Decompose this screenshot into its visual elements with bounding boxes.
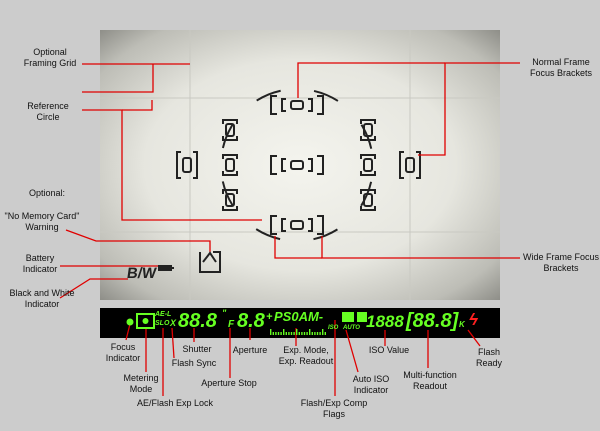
lcd-aperture: 8.8	[237, 310, 265, 332]
exposure-scale-tick	[316, 332, 319, 335]
label-iso-value: ISO Value	[368, 345, 410, 355]
label-flags: Flash/Exp Comp Flags	[300, 398, 368, 419]
metering-center-icon	[142, 318, 149, 324]
exposure-scale-tick	[309, 329, 311, 335]
lcd-k: K	[459, 320, 465, 329]
label-shutter: Shutter	[182, 344, 212, 354]
normal-frame-bracket	[281, 98, 313, 112]
label-battery: Battery Indicator	[22, 253, 58, 274]
flash-ready-icon: ϟ	[469, 310, 478, 329]
normal-frame-bracket	[222, 154, 238, 176]
lcd-iso-small: ISO	[328, 325, 339, 331]
framing-grid	[100, 30, 500, 300]
exposure-scale	[270, 329, 326, 335]
metering-mode-icon	[136, 313, 155, 329]
bw-indicator: B/W	[125, 265, 158, 282]
focus-point	[290, 100, 304, 110]
normal-frame-bracket	[360, 189, 376, 211]
focus-point	[225, 123, 235, 137]
exposure-scale-tick	[322, 329, 324, 335]
normal-frame-bracket	[281, 218, 313, 232]
focus-point	[363, 123, 373, 137]
no-memory-card-icon	[199, 251, 221, 273]
exposure-scale-tick	[272, 332, 274, 335]
normal-frame-bracket	[281, 158, 313, 172]
exposure-scale-tick	[301, 332, 303, 335]
focus-point	[225, 158, 235, 172]
label-flash-sync: Flash Sync	[171, 358, 217, 368]
battery-icon	[158, 265, 174, 271]
normal-frame-bracket	[222, 119, 238, 141]
lcd-ael: AE-L	[155, 311, 172, 318]
focus-point	[225, 193, 235, 207]
normal-frame-bracket	[222, 189, 238, 211]
exposure-scale-tick	[285, 332, 287, 335]
lcd-iso-value: 1888	[366, 312, 404, 331]
focus-point	[290, 220, 304, 230]
wide-frame-bracket	[270, 215, 324, 235]
normal-frame-bracket	[399, 151, 421, 179]
label-metering-mode: Metering Mode	[123, 373, 159, 394]
label-ae-lock: AE/Flash Exp Lock	[136, 398, 214, 408]
normal-frame-bracket	[176, 151, 198, 179]
focus-point	[290, 160, 304, 170]
focus-point	[363, 193, 373, 207]
exposure-scale-tick	[296, 329, 298, 335]
lcd-f: F	[228, 319, 235, 330]
normal-frame-bracket	[360, 119, 376, 141]
viewfinder	[100, 30, 500, 300]
exposure-scale-tick	[288, 332, 290, 335]
label-normal-brackets: Normal Frame Focus Brackets	[529, 57, 593, 78]
exposure-scale-tick	[277, 332, 280, 335]
exposure-scale-tick	[270, 329, 272, 335]
label-flash-ready: Flash Ready	[475, 347, 502, 368]
normal-frame-bracket	[360, 154, 376, 176]
label-reference-circle: Reference Circle	[27, 101, 69, 122]
exposure-scale-tick	[280, 332, 282, 335]
wide-frame-bracket	[270, 95, 324, 115]
exposure-scale-tick	[283, 329, 285, 335]
lcd-auto-iso: AUTO	[343, 325, 360, 331]
wide-frame-bracket	[270, 155, 324, 175]
label-optional: Optional:	[28, 188, 66, 198]
label-aperture: Aperture	[232, 345, 268, 355]
flash-comp-flag-icon	[342, 312, 354, 322]
leader-lines	[59, 62, 520, 396]
reference-circle	[220, 88, 374, 242]
exposure-scale-tick	[324, 332, 326, 335]
focus-point	[405, 157, 415, 173]
label-focus-indicator: Focus Indicator	[105, 342, 141, 363]
exposure-scale-tick	[306, 332, 308, 335]
focus-point	[363, 158, 373, 172]
focus-point	[182, 157, 192, 173]
label-no-memory-card: "No Memory Card" Warning	[4, 211, 80, 232]
label-bw: Black and White Indicator	[9, 288, 75, 309]
exposure-scale-tick	[311, 332, 313, 335]
exposure-scale-tick	[319, 332, 321, 335]
lcd-x: X	[170, 318, 177, 328]
label-multifunction: Multi-function Readout	[403, 370, 457, 391]
lcd-mode: PS0AM-	[274, 309, 324, 324]
label-wide-brackets: Wide Frame Focus Brackets	[522, 252, 600, 273]
focus-indicator-dot	[126, 318, 134, 326]
lcd-shutter: 88.8	[178, 310, 217, 332]
exposure-scale-tick	[290, 332, 293, 335]
label-aperture-stop: Aperture Stop	[201, 378, 257, 388]
exposure-scale-tick	[275, 332, 277, 335]
label-framing-grid: Optional Framing Grid	[23, 47, 77, 68]
exposure-scale-tick	[293, 332, 295, 335]
exposure-scale-tick	[303, 332, 306, 335]
focus-points	[176, 95, 421, 235]
exposure-scale-tick	[314, 332, 316, 335]
lcd-slow: SLO	[155, 320, 170, 327]
lcd-multifunction: [88.8]	[406, 310, 459, 332]
label-auto-iso: Auto ISO Indicator	[352, 374, 390, 395]
lcd-plus: +	[266, 311, 273, 323]
label-exp-mode: Exp. Mode, Exp. Readout	[278, 345, 334, 366]
exposure-scale-tick	[298, 332, 300, 335]
lcd-shutter-mark: "	[222, 308, 227, 318]
exp-comp-flag-icon	[357, 312, 367, 322]
